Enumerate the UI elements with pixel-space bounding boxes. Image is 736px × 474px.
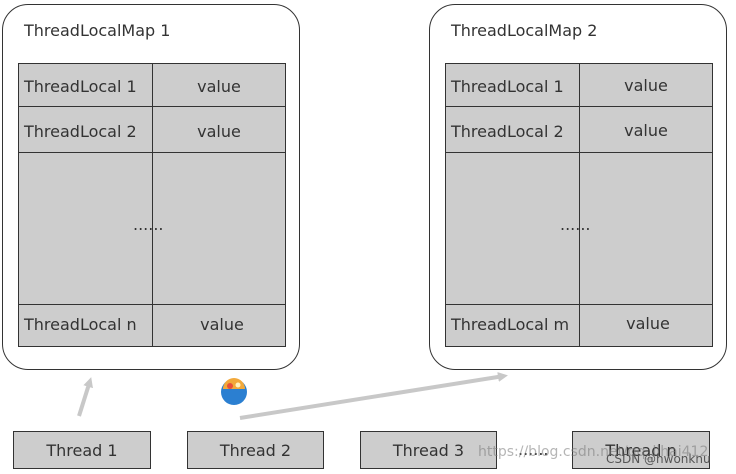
map-1-row-n-key: ThreadLocal n <box>24 315 137 334</box>
map-2-row-1-key: ThreadLocal 1 <box>451 77 564 96</box>
thread-3-box: Thread 3 <box>360 431 497 469</box>
map-1-row-n-value: value <box>200 315 244 334</box>
column-divider <box>579 64 580 346</box>
watermark-url: https://blog.csdn.net/qq_lihai412 <box>478 444 709 460</box>
map-2-row-1-value: value <box>624 76 668 95</box>
map-1-row-1-key: ThreadLocal 1 <box>24 77 137 96</box>
thread-2-box: Thread 2 <box>187 431 324 469</box>
thread-1-box: Thread 1 <box>13 431 151 469</box>
credit-label: CSDN @hwonknu <box>606 452 711 466</box>
map-1-row-2-value: value <box>197 122 241 141</box>
thread-n-box: Thread n <box>572 431 710 469</box>
map-1-row-1-value: value <box>197 77 241 96</box>
map-2-ellipsis: ...... <box>560 215 591 234</box>
row-divider <box>19 152 285 153</box>
thread-1-to-map-1-arrow <box>77 377 93 417</box>
threadlocalmap-2-table <box>445 63 713 347</box>
map-2-row-2-value: value <box>624 121 668 140</box>
thread-2-to-map-2-arrow <box>239 372 508 420</box>
threads-ellipsis: ...... <box>518 440 549 459</box>
threadlocalmap-2-title: ThreadLocalMap 2 <box>451 21 598 40</box>
column-divider <box>152 64 153 346</box>
map-2-row-2-key: ThreadLocal 2 <box>451 122 564 141</box>
threadlocalmap-1-table <box>18 63 286 347</box>
row-divider <box>446 106 712 107</box>
row-divider <box>446 152 712 153</box>
threadlocalmap-1-title: ThreadLocalMap 1 <box>24 21 171 40</box>
logo-icon <box>221 378 247 405</box>
map-2-row-m-key: ThreadLocal m <box>451 315 570 334</box>
row-divider <box>19 106 285 107</box>
map-1-ellipsis: ...... <box>133 215 164 234</box>
row-divider <box>446 304 712 305</box>
map-1-row-2-key: ThreadLocal 2 <box>24 122 137 141</box>
map-2-row-m-value: value <box>626 314 670 333</box>
row-divider <box>19 304 285 305</box>
